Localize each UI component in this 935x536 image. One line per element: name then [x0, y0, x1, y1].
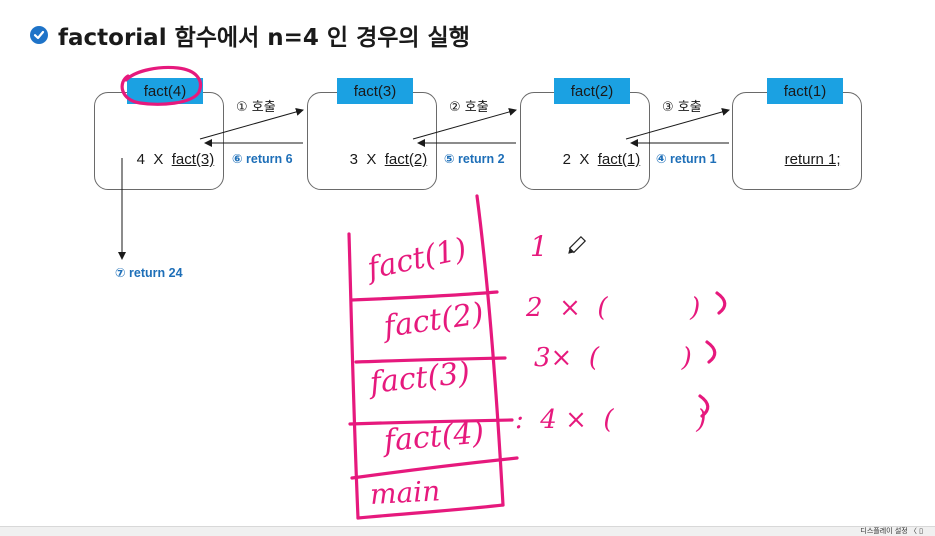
value-note-1: 1 [530, 230, 548, 263]
expr-call: fact(3) [171, 151, 215, 168]
stack-divider [350, 290, 499, 302]
box-expression-fact1: return 1; [768, 134, 841, 185]
call-box-fact1 [732, 92, 862, 190]
stack-divider [354, 356, 507, 364]
box-label-fact1: fact(1) [767, 78, 843, 104]
stack-right-edge [475, 194, 505, 507]
paren-close [715, 291, 727, 315]
expr-call: fact(1) [597, 151, 641, 168]
call-arrow-2 [412, 108, 517, 140]
call-label-2: ② 호출 [449, 100, 489, 115]
stack-bottom-edge [356, 503, 505, 520]
expr-prefix: 3 X [349, 151, 385, 168]
return-label-4: ④ return 1 [656, 152, 717, 166]
check-circle-icon [30, 26, 48, 44]
stack-left-edge [347, 232, 360, 520]
call-arrow-3 [625, 108, 730, 140]
title-text: factorial 함수에서 n=4 인 경우의 실행 [58, 25, 470, 51]
return-label-6: ⑥ return 6 [232, 152, 293, 166]
call-label-1: ① 호출 [236, 100, 276, 115]
return-label-7: ⑦ return 24 [115, 266, 183, 280]
stack-divider [348, 418, 514, 426]
paren-close [705, 340, 717, 364]
taskbar: 디스플레이 설정 〈 ▯ [0, 526, 935, 536]
call-arrow-1 [199, 108, 304, 140]
expr-prefix: 4 X [136, 151, 172, 168]
expr-call: fact(2) [384, 151, 428, 168]
return-label-5: ⑤ return 2 [444, 152, 505, 166]
expr-prefix: 2 X [562, 151, 598, 168]
call-box-fact2 [520, 92, 650, 190]
box-label-fact3: fact(3) [337, 78, 413, 104]
value-note-2: 2 × ( ) [526, 293, 701, 323]
highlight-circle [120, 65, 202, 106]
slide-title: factorial 함수에서 n=4 인 경우의 실행 [30, 18, 470, 52]
stack-divider [350, 456, 519, 480]
expr-return: return 1; [784, 151, 841, 168]
paren-close [698, 394, 710, 418]
box-expression-fact3: 3 X fact(2) [333, 134, 428, 185]
value-note-3: 3× ( ) [534, 343, 692, 373]
box-label-fact2: fact(2) [554, 78, 630, 104]
value-note-4: : 4 × ( ) [515, 405, 707, 435]
box-expression-fact2: 2 X fact(1) [546, 134, 641, 185]
box-expression-fact4: 4 X fact(3) [120, 134, 215, 185]
call-label-3: ③ 호출 [662, 100, 702, 115]
taskbar-display-settings[interactable]: 디스플레이 설정 〈 ▯ [860, 527, 923, 535]
call-box-fact4 [94, 92, 224, 190]
